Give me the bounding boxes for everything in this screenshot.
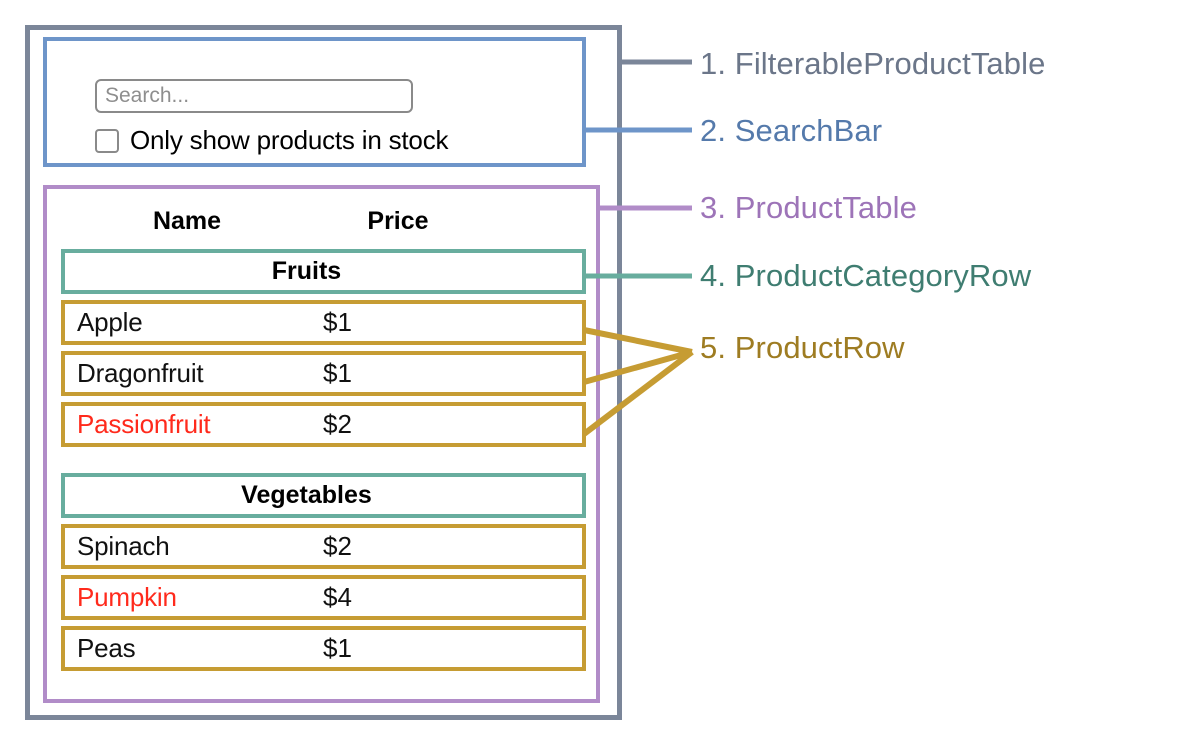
product-category-row: Vegetables xyxy=(61,473,586,518)
legend-label: FilterableProductTable xyxy=(734,46,1046,81)
product-row[interactable]: Peas $1 xyxy=(61,626,586,671)
product-rows-area: Fruits Apple $1 Dragonfruit $1 Passionfr… xyxy=(61,249,586,671)
product-price: $1 xyxy=(323,307,352,337)
legend-item-product-table: 3. ProductTable xyxy=(700,190,917,226)
only-in-stock-label: Only show products in stock xyxy=(130,125,449,155)
in-stock-filter-row[interactable]: Only show products in stock xyxy=(95,125,448,156)
legend-number: 3. xyxy=(700,190,727,225)
product-table-header: Name Price xyxy=(61,199,586,243)
legend-number: 4. xyxy=(700,258,727,293)
product-row[interactable]: Apple $1 xyxy=(61,300,586,345)
legend-item-product-category-row: 4. ProductCategoryRow xyxy=(700,258,1031,294)
legend-label: ProductCategoryRow xyxy=(734,258,1032,293)
legend-label: SearchBar xyxy=(734,113,883,148)
search-input[interactable] xyxy=(95,79,413,113)
legend-number: 2. xyxy=(700,113,727,148)
product-row[interactable]: Dragonfruit $1 xyxy=(61,351,586,396)
legend-item-product-row: 5. ProductRow xyxy=(700,330,905,366)
legend-number: 1. xyxy=(700,46,727,81)
product-price: $2 xyxy=(323,409,352,439)
product-row[interactable]: Spinach $2 xyxy=(61,524,586,569)
product-name: Spinach xyxy=(77,531,170,561)
only-in-stock-checkbox[interactable] xyxy=(95,128,119,153)
product-table-box: Name Price Fruits Apple $1 Dragonfruit $… xyxy=(43,185,600,703)
product-category-label: Vegetables xyxy=(241,481,372,509)
product-price: $2 xyxy=(323,531,352,561)
product-name: Passionfruit xyxy=(77,409,211,439)
product-category-row: Fruits xyxy=(61,249,586,294)
product-name: Apple xyxy=(77,307,143,337)
column-header-name: Name xyxy=(152,206,222,235)
product-name: Dragonfruit xyxy=(77,358,204,388)
product-name: Peas xyxy=(77,633,136,663)
product-category-label: Fruits xyxy=(271,257,342,285)
product-price: $1 xyxy=(323,633,352,663)
product-name: Pumpkin xyxy=(77,582,177,612)
product-price: $4 xyxy=(323,582,352,612)
product-row[interactable]: Passionfruit $2 xyxy=(61,402,586,447)
column-header-price: Price xyxy=(367,206,429,235)
legend-item-search-bar: 2. SearchBar xyxy=(700,113,882,149)
product-price: $1 xyxy=(323,358,352,388)
product-row[interactable]: Pumpkin $4 xyxy=(61,575,586,620)
legend-label: ProductRow xyxy=(734,330,905,365)
legend-item-filterable-product-table: 1. FilterableProductTable xyxy=(700,46,1045,82)
legend-label: ProductTable xyxy=(734,190,917,225)
group-separator xyxy=(61,447,586,473)
legend-number: 5. xyxy=(700,330,727,365)
search-bar-box: Only show products in stock xyxy=(43,37,586,167)
